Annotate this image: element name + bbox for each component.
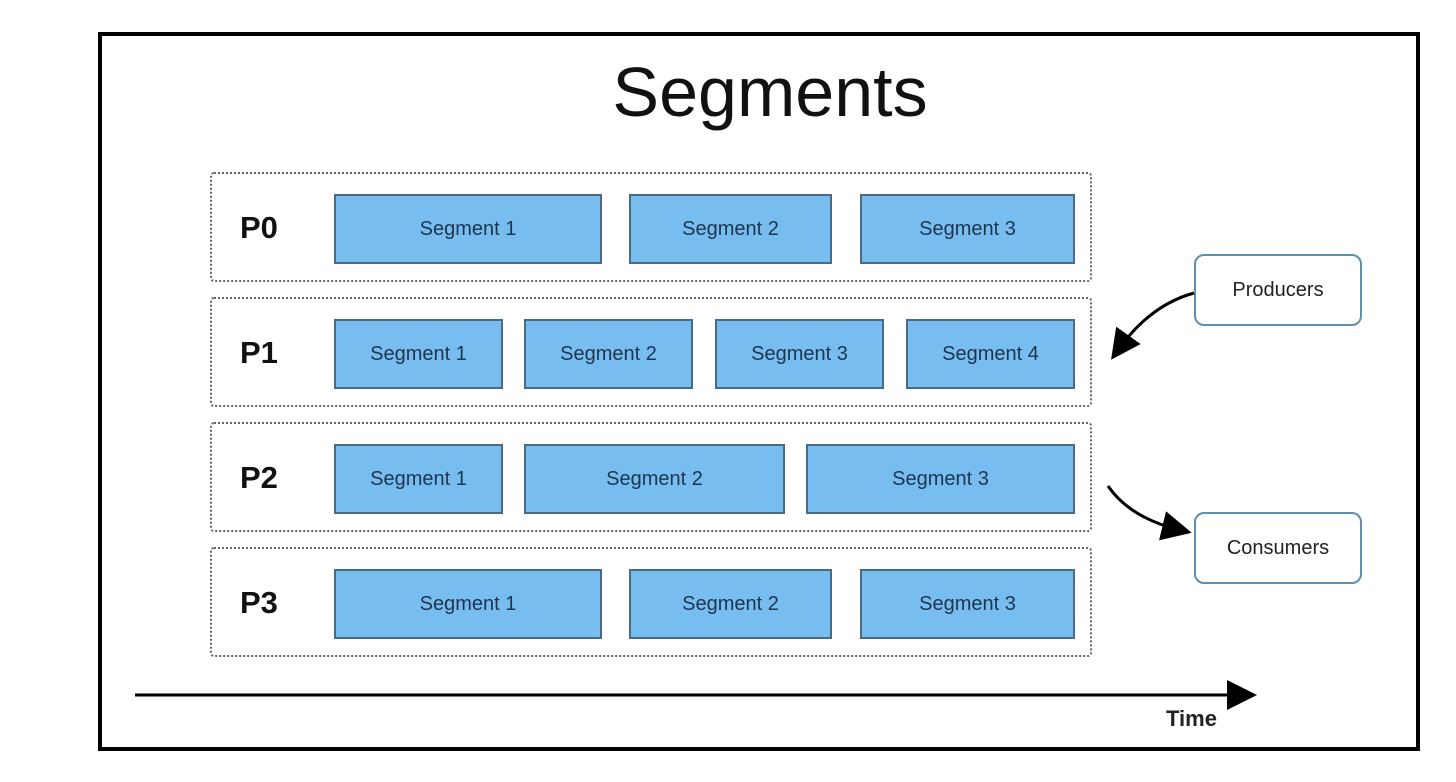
segment: Segment 1 xyxy=(334,194,602,264)
segment: Segment 3 xyxy=(860,569,1075,639)
segment: Segment 3 xyxy=(806,444,1075,514)
producer-arrow xyxy=(1111,291,1195,360)
segment: Segment 2 xyxy=(524,444,785,514)
segment: Segment 4 xyxy=(906,319,1075,389)
segment: Segment 2 xyxy=(629,194,832,264)
consumer-arrow xyxy=(1106,485,1192,541)
segment: Segment 1 xyxy=(334,319,503,389)
segment: Segment 1 xyxy=(334,444,503,514)
partition-label: P1 xyxy=(240,335,278,370)
time-label: Time xyxy=(1166,706,1217,731)
partition-label: P2 xyxy=(240,460,278,495)
partition-p3: P3 Segment 1 Segment 2 Segment 3 xyxy=(210,547,1092,657)
segment: Segment 3 xyxy=(715,319,884,389)
producers-box: Producers xyxy=(1194,254,1362,326)
partition-p0: P0 Segment 1 Segment 2 Segment 3 xyxy=(210,172,1092,282)
partition-p1: P1 Segment 1 Segment 2 Segment 3 Segment… xyxy=(210,297,1092,407)
diagram-title: Segments xyxy=(612,53,928,131)
partition-p2: P2 Segment 1 Segment 2 Segment 3 xyxy=(210,422,1092,532)
segment: Segment 2 xyxy=(629,569,832,639)
consumers-box: Consumers xyxy=(1194,512,1362,584)
segment: Segment 3 xyxy=(860,194,1075,264)
segment: Segment 2 xyxy=(524,319,693,389)
segment: Segment 1 xyxy=(334,569,602,639)
partition-label: P3 xyxy=(240,585,278,620)
partition-label: P0 xyxy=(240,210,278,245)
